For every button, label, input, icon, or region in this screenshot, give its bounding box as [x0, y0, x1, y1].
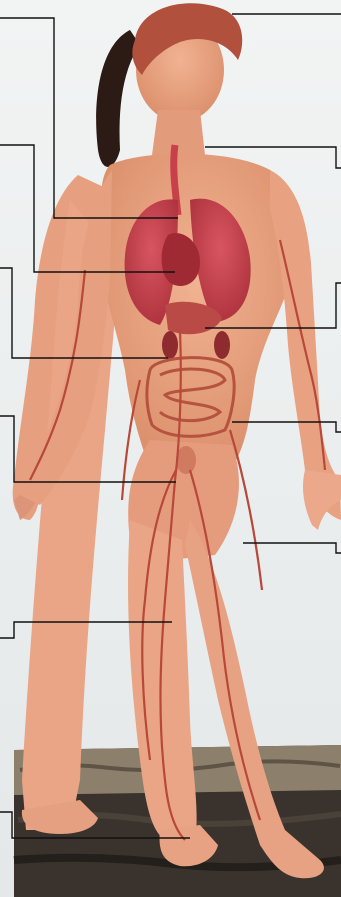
- right-kidney: [214, 331, 230, 359]
- left-kidney: [162, 331, 178, 359]
